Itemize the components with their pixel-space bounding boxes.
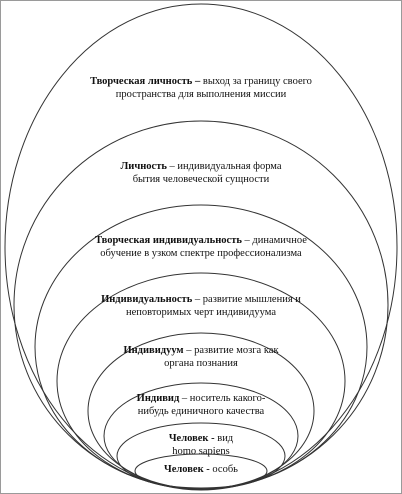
label-human-species: Человек - вид homo sapiens xyxy=(168,433,234,457)
oval-human-species xyxy=(116,422,286,490)
label-individuum: Индивидуум – развитие мозга как органа п… xyxy=(123,345,279,369)
label-personality: Личность – индивидуальная форма бытия че… xyxy=(120,161,282,185)
label-individuality: Индивидуальность – развитие мышления и н… xyxy=(101,294,301,318)
label-creative-individuality: Творческая индивидуальность – динамичное… xyxy=(95,235,307,259)
label-human-individual: Человек - особь xyxy=(164,464,238,475)
oval-human-individual xyxy=(134,453,268,489)
oval-creative-personality xyxy=(4,3,398,491)
label-creative-personality: Творческая личность – выход за границу с… xyxy=(90,76,312,100)
label-individ: Индивид – носитель какого- нибудь единич… xyxy=(136,393,266,417)
